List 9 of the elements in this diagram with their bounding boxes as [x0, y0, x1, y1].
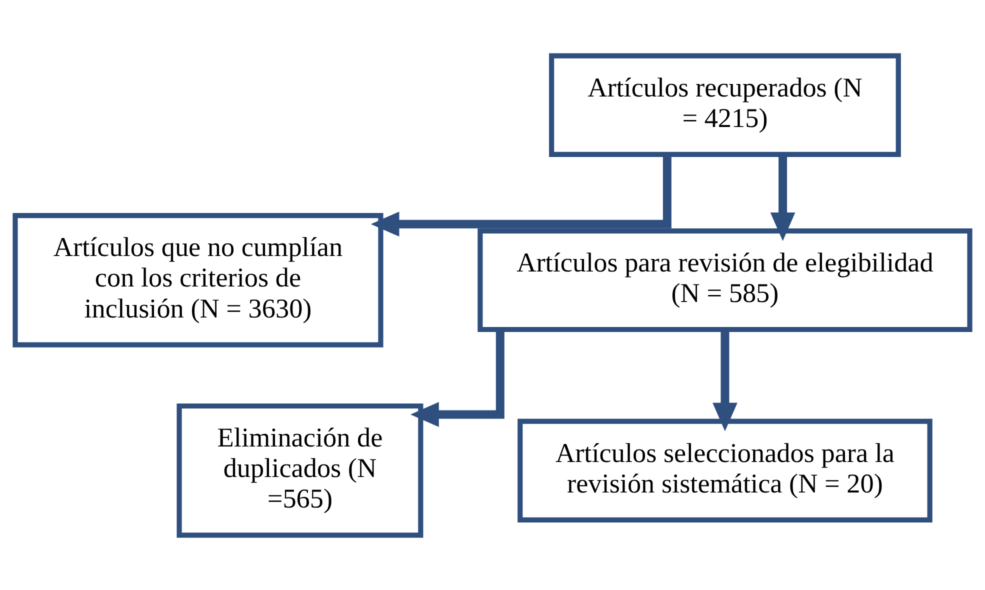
node-box: Artículos que no cumplían con los criterios de inclusión (N = 3630) — [12, 212, 384, 347]
arrow — [410, 330, 504, 426]
arrow — [370, 154, 672, 236]
arrow — [712, 329, 738, 431]
node-box: Artículos para revisión de elegibilidad (N = 585) — [478, 228, 972, 332]
arrow — [770, 154, 796, 240]
node-box: Eliminación de duplicados (N =565) — [176, 402, 424, 538]
node-box: Artículos recuperados (N = 4215) — [549, 52, 901, 156]
node-box: Artículos seleccionados para la revisión sistemática (N = 20) — [518, 418, 932, 522]
